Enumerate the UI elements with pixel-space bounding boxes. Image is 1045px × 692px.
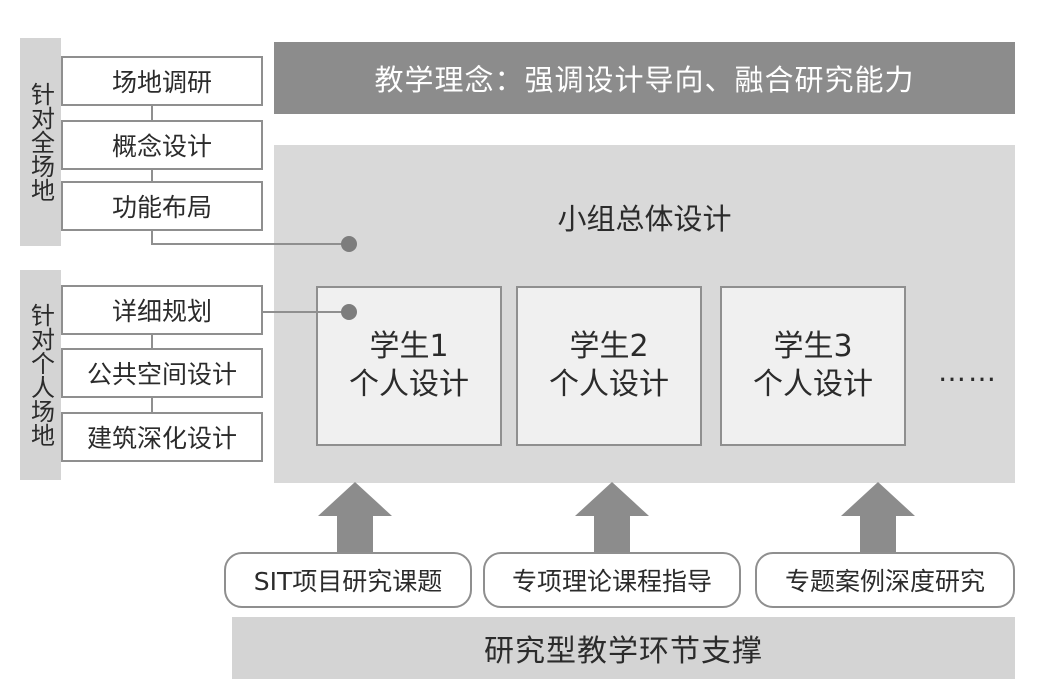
stage-connector — [151, 170, 153, 181]
panel-title: 小组总体设计 — [557, 202, 732, 236]
support-arrow-2-icon — [575, 482, 649, 554]
stage-public-space-design-label: 公共空间设计 — [86, 360, 237, 389]
stage-concept-design-label: 概念设计 — [111, 132, 212, 161]
teaching-philosophy-text: 教学理念：强调设计导向、融合研究能力 — [374, 63, 915, 97]
support-arrow-1-icon — [318, 482, 392, 554]
student-3-design: 个人设计 — [753, 367, 873, 402]
whole-site-link-horizontal — [151, 243, 348, 245]
stage-public-space-design: 公共空间设计 — [61, 348, 263, 398]
student-2-box: 学生2 个人设计 — [516, 286, 702, 446]
stage-connector — [151, 106, 153, 120]
student-3-box: 学生3 个人设计 — [720, 286, 906, 446]
support-case-study: 专题案例深度研究 — [755, 552, 1015, 608]
individual-site-link — [263, 311, 348, 313]
stage-detailed-planning: 详细规划 — [61, 285, 263, 335]
stage-architectural-detailing-label: 建筑深化设计 — [86, 424, 237, 453]
group-label-whole-site: 针对全场地 — [20, 38, 61, 246]
research-teaching-footer-text: 研究型教学环节支撑 — [484, 634, 763, 669]
stage-detailed-planning-label: 详细规划 — [111, 297, 212, 326]
stage-site-survey: 场地调研 — [61, 56, 263, 106]
group-label-whole-site-text: 针对全场地 — [26, 82, 55, 202]
support-theory-course: 专项理论课程指导 — [483, 552, 741, 608]
stage-site-survey-label: 场地调研 — [111, 68, 212, 97]
research-teaching-footer: 研究型教学环节支撑 — [232, 617, 1015, 679]
stage-architectural-detailing: 建筑深化设计 — [61, 412, 263, 462]
stage-connector — [151, 398, 153, 412]
support-sit-research: SIT项目研究课题 — [224, 552, 472, 608]
whole-site-link-vertical — [151, 231, 153, 245]
support-arrow-3-icon — [841, 482, 915, 554]
teaching-philosophy-banner: 教学理念：强调设计导向、融合研究能力 — [274, 42, 1015, 114]
student-1-label: 学生1 — [369, 329, 449, 364]
student-2-label: 学生2 — [569, 329, 649, 364]
group-label-individual-site-text: 针对个人场地 — [26, 303, 55, 447]
stage-function-layout: 功能布局 — [61, 181, 263, 231]
whole-site-link-dot — [341, 236, 357, 252]
more-students-ellipsis: …… — [938, 355, 998, 388]
student-2-design: 个人设计 — [549, 367, 669, 402]
student-1-design: 个人设计 — [349, 367, 469, 402]
stage-concept-design: 概念设计 — [61, 120, 263, 170]
support-case-study-label: 专题案例深度研究 — [784, 567, 985, 596]
individual-site-link-dot — [341, 304, 357, 320]
student-3-label: 学生3 — [773, 329, 853, 364]
stage-function-layout-label: 功能布局 — [111, 193, 212, 222]
support-sit-research-label: SIT项目研究课题 — [253, 567, 443, 596]
group-label-individual-site: 针对个人场地 — [20, 270, 61, 480]
stage-connector — [151, 335, 153, 348]
support-theory-course-label: 专项理论课程指导 — [511, 567, 712, 596]
